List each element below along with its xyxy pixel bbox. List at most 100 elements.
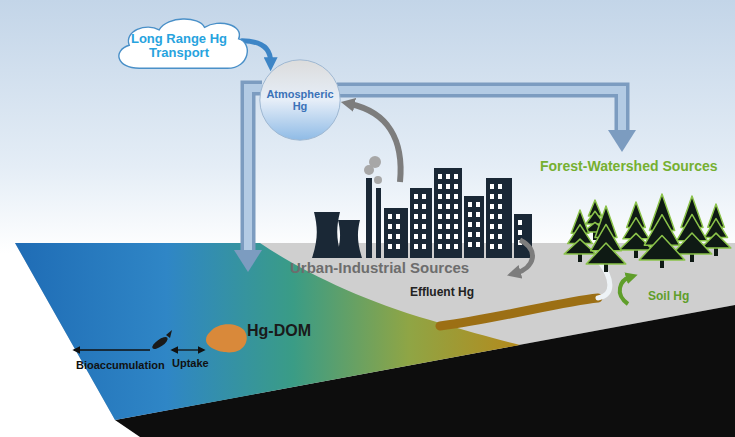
window — [388, 214, 392, 219]
window — [438, 244, 442, 249]
window — [468, 232, 472, 237]
bioaccumulation-arrow — [74, 349, 150, 350]
node-text-holder: Long Range Hg Transport — [108, 12, 250, 76]
soil-cycle-arrow — [620, 277, 630, 304]
tree-trunk — [604, 264, 608, 272]
city-silhouette — [312, 168, 532, 258]
deposition-arrow-left — [234, 88, 262, 272]
fish-body — [151, 335, 170, 351]
window — [438, 184, 442, 189]
water-body — [15, 243, 520, 420]
window — [490, 224, 494, 229]
fish — [151, 330, 172, 351]
tree — [564, 210, 596, 262]
smoke-puff — [374, 176, 382, 184]
arrow-shaft — [337, 90, 622, 132]
cooling-tower — [312, 212, 342, 258]
window — [498, 244, 502, 249]
window — [414, 194, 418, 199]
pool-label: Soil Hg — [648, 290, 689, 304]
window — [490, 194, 494, 199]
window — [414, 214, 418, 219]
window — [396, 214, 400, 219]
node-label: Atmospheric Hg — [263, 88, 337, 112]
window — [388, 224, 392, 229]
node-text-holder: Atmospheric Hg — [259, 59, 341, 141]
window — [446, 244, 450, 249]
flux-label: Effluent Hg — [410, 286, 474, 300]
window — [476, 212, 480, 217]
emission-arrow — [350, 104, 401, 182]
window — [446, 184, 450, 189]
window — [446, 174, 450, 179]
window — [438, 234, 442, 239]
smoke-stack — [366, 178, 372, 258]
window — [498, 184, 502, 189]
window — [498, 194, 502, 199]
window — [422, 224, 426, 229]
window — [438, 224, 442, 229]
window — [454, 234, 458, 239]
window — [490, 184, 494, 189]
window — [476, 232, 480, 237]
window — [454, 204, 458, 209]
tree-tier — [586, 243, 626, 264]
window — [414, 244, 418, 249]
tree-trunk — [634, 250, 638, 258]
window — [446, 234, 450, 239]
circle-shape — [260, 60, 340, 140]
window — [476, 202, 480, 207]
window — [396, 244, 400, 249]
arrow-shaft — [337, 90, 622, 132]
window — [468, 212, 472, 217]
building — [384, 208, 408, 258]
smoke — [364, 156, 382, 184]
tree-trunk — [660, 260, 664, 268]
circle-node: Atmospheric Hg — [259, 59, 341, 141]
window — [498, 224, 502, 229]
window — [454, 244, 458, 249]
window — [476, 222, 480, 227]
cloud-node: Long Range Hg Transport — [108, 12, 250, 76]
window — [518, 230, 522, 235]
window — [414, 234, 418, 239]
hg-dom-particle — [206, 324, 247, 352]
arrow-shaft — [248, 88, 262, 252]
arrow-shaft — [248, 88, 262, 252]
window — [422, 244, 426, 249]
window — [438, 204, 442, 209]
node-label: Long Range Hg Transport — [124, 32, 234, 61]
window — [422, 194, 426, 199]
window — [446, 224, 450, 229]
window — [396, 224, 400, 229]
window — [476, 242, 480, 247]
window — [388, 244, 392, 249]
smoke-stack — [376, 188, 381, 258]
building — [486, 178, 512, 258]
window — [490, 244, 494, 249]
arrow-head — [234, 250, 262, 272]
window — [422, 204, 426, 209]
window — [454, 184, 458, 189]
effluent-arrow — [516, 240, 532, 273]
window — [414, 224, 418, 229]
region-label: Forest-Watershed Sources — [540, 158, 718, 174]
window — [454, 194, 458, 199]
window — [468, 202, 472, 207]
window — [438, 174, 442, 179]
window — [518, 220, 522, 225]
process-label: Uptake — [172, 357, 209, 370]
building — [410, 188, 432, 258]
effluent-stream — [440, 298, 598, 326]
region-label: Urban-Industrial Sources — [290, 259, 469, 276]
window — [490, 234, 494, 239]
window — [454, 174, 458, 179]
uptake-arrow — [172, 349, 204, 350]
process-label: Bioaccumulation — [76, 359, 165, 372]
cloud-shape — [119, 19, 247, 68]
tree-trunk — [714, 248, 718, 256]
tree — [639, 194, 685, 268]
